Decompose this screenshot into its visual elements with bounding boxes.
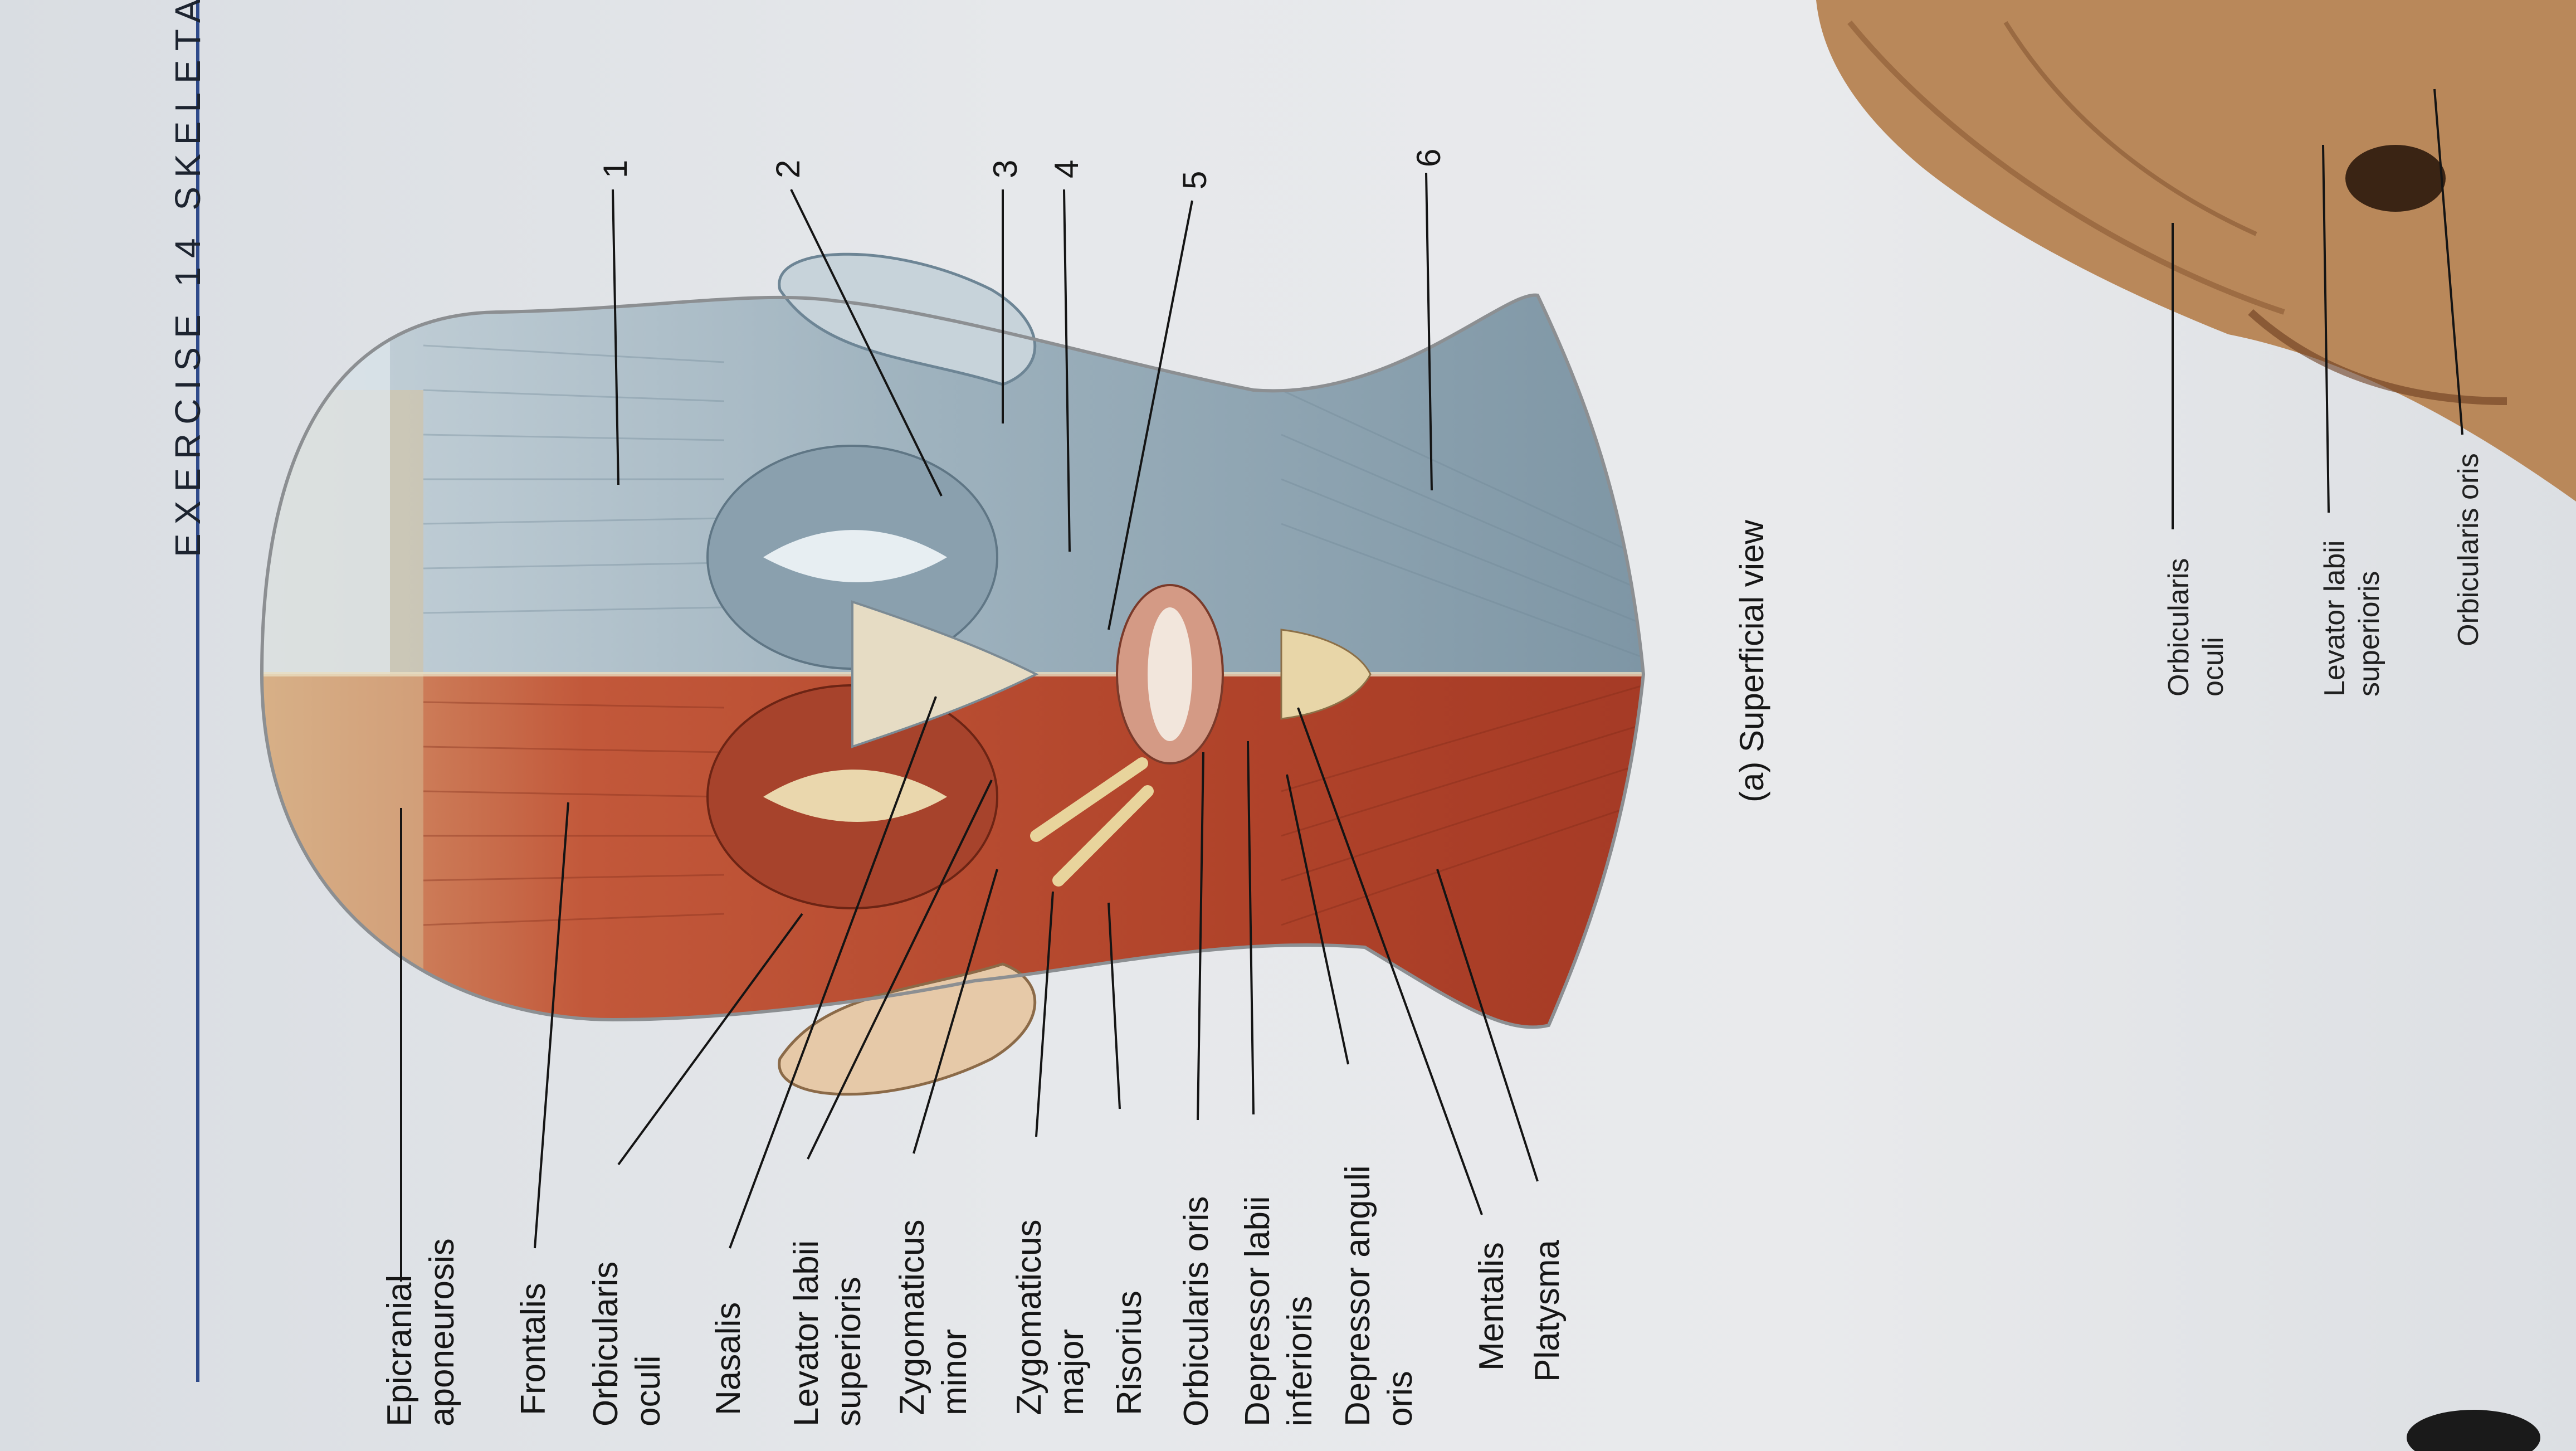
number-6: 6 (1410, 148, 1447, 167)
number-5: 5 (1176, 171, 1213, 189)
label-frontalis: Frontalis (514, 1283, 553, 1415)
number-1: 1 (597, 159, 634, 178)
label-mentalis: Mentalis (1472, 1242, 1511, 1371)
label-nasalis: Nasalis (709, 1302, 748, 1415)
label-platysma: Platysma (1528, 1240, 1567, 1382)
number-3: 3 (987, 159, 1024, 178)
page-header: EXERCISE 14 SKELETAL (168, 0, 208, 557)
figure-caption: (a) Superficial view (1733, 520, 1770, 802)
photo-label-orbicularis-oris: Orbicularis oris (2452, 453, 2485, 646)
leader-lines (400, 172, 1539, 1282)
label-orbicularis-oris: Orbicularis oris (1177, 1196, 1216, 1426)
number-4: 4 (1048, 159, 1085, 178)
number-2: 2 (769, 159, 807, 178)
label-risorius: Risorius (1110, 1291, 1149, 1415)
